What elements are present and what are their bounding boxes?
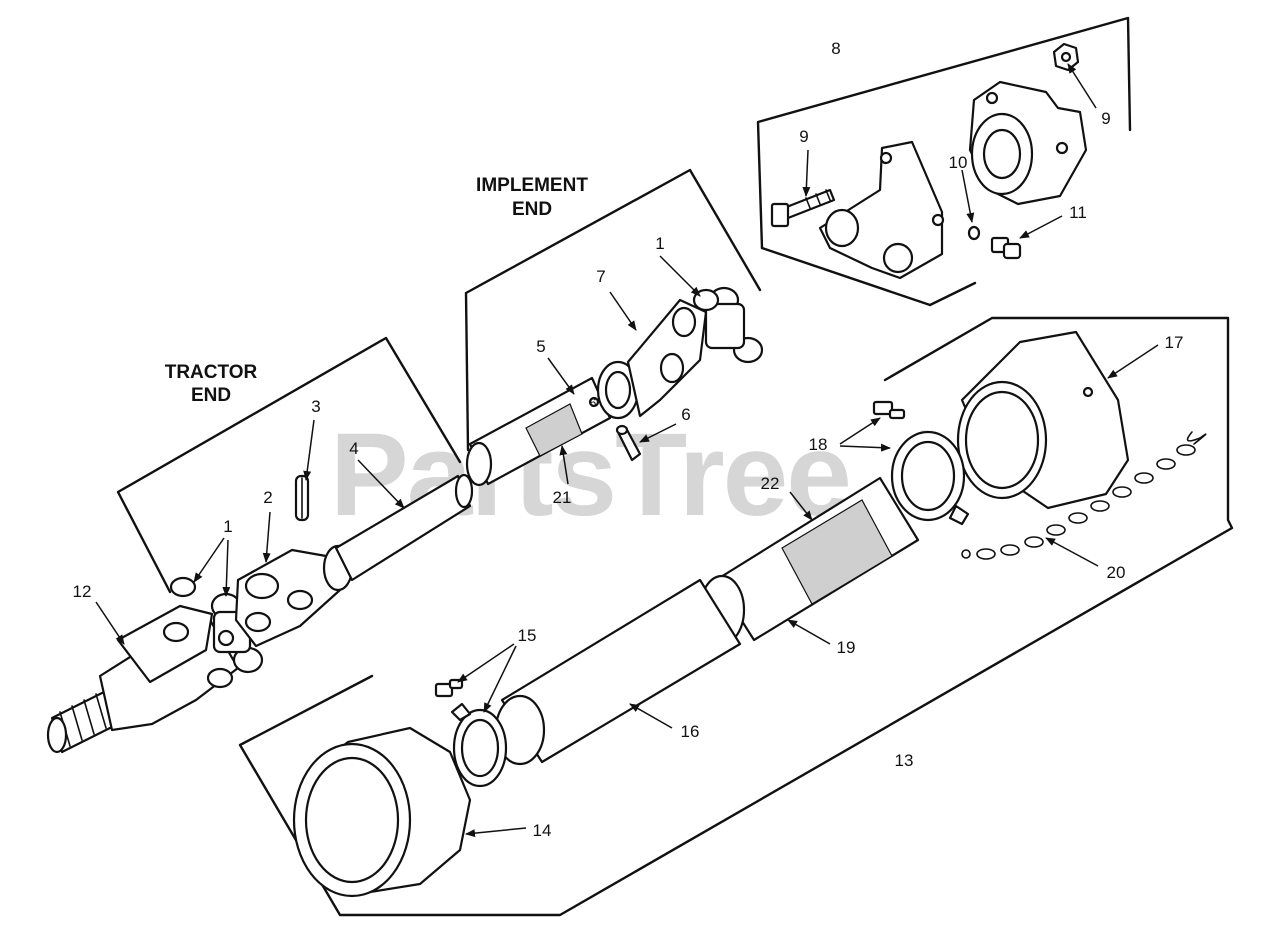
tractor-end-bracket bbox=[116, 336, 462, 594]
callout-9-nut: 9 bbox=[1101, 109, 1110, 128]
shear-yoke-group-8 bbox=[818, 140, 945, 280]
bearing-ring-part-18 bbox=[890, 430, 970, 526]
callout-20: 20 bbox=[1107, 563, 1126, 582]
callout-22: 22 bbox=[761, 474, 780, 493]
callout-5: 5 bbox=[536, 337, 545, 356]
bearing-ring-part-15 bbox=[450, 702, 508, 788]
callout-10: 10 bbox=[949, 153, 968, 172]
shield-cone-part-17 bbox=[956, 330, 1130, 510]
implement-yoke-part-7 bbox=[596, 298, 708, 420]
decal-part-21 bbox=[525, 403, 583, 457]
spring-pin-part-6 bbox=[615, 424, 642, 462]
callout-11: 11 bbox=[1069, 203, 1087, 222]
tractor-yoke-part-12 bbox=[46, 604, 240, 754]
callout-21: 21 bbox=[553, 488, 572, 507]
snap-ring-part-1 bbox=[169, 576, 197, 598]
inner-yoke-part-2 bbox=[234, 544, 354, 648]
bolt-part-9 bbox=[770, 188, 836, 228]
callout-2: 2 bbox=[263, 488, 272, 507]
callout-9-bolt: 9 bbox=[799, 127, 808, 146]
group-13-bracket bbox=[238, 316, 1234, 917]
tractor-end-heading-line-1: TRACTOR bbox=[165, 362, 258, 383]
callout-7: 7 bbox=[596, 267, 605, 286]
callout-19: 19 bbox=[837, 638, 856, 657]
group-8-bracket-bottom-b bbox=[928, 281, 977, 307]
callout-14: 14 bbox=[533, 821, 552, 840]
callout-16: 16 bbox=[681, 722, 700, 741]
washer-part-10 bbox=[967, 225, 981, 241]
grease-fitting-part-15 bbox=[434, 678, 464, 698]
callout-18: 18 bbox=[809, 435, 828, 454]
callout-1-implement: 1 bbox=[655, 234, 664, 253]
shield-cone-part-14 bbox=[292, 726, 472, 898]
inner-tube-part-4 bbox=[334, 473, 474, 582]
callout-13: 13 bbox=[895, 751, 914, 770]
implement-end-heading-line-2: END bbox=[512, 199, 552, 220]
grease-fitting-part-18 bbox=[872, 400, 906, 420]
nut-part-9 bbox=[1052, 42, 1080, 72]
group-8-bracket bbox=[756, 16, 1132, 250]
callout-8: 8 bbox=[831, 39, 840, 58]
callout-15: 15 bbox=[518, 626, 537, 645]
callout-3: 3 bbox=[311, 397, 320, 416]
outer-tube-part-5 bbox=[465, 376, 612, 487]
callout-6-on-tube: 6 bbox=[590, 396, 597, 410]
safety-chain-part-20 bbox=[961, 431, 1207, 560]
callout-6-implement: 6 bbox=[681, 405, 690, 424]
leader-arrows bbox=[95, 63, 1159, 838]
callout-4: 4 bbox=[349, 439, 358, 458]
screw-part-11 bbox=[990, 236, 1022, 260]
tractor-end-heading-line-2: END bbox=[191, 385, 231, 406]
group-brackets bbox=[116, 16, 1234, 917]
spring-pin-part-3 bbox=[294, 474, 310, 522]
callout-1-tractor: 1 bbox=[223, 517, 232, 536]
callout-17: 17 bbox=[1165, 333, 1184, 352]
implement-end-heading-line-1: IMPLEMENT bbox=[476, 175, 588, 196]
implement-end-bracket bbox=[464, 168, 762, 452]
flange-hub-group-8 bbox=[968, 80, 1088, 206]
inner-shield-tube-part-16 bbox=[494, 578, 742, 766]
group-8-bracket-bottom bbox=[760, 246, 932, 307]
callout-12: 12 bbox=[73, 582, 92, 601]
